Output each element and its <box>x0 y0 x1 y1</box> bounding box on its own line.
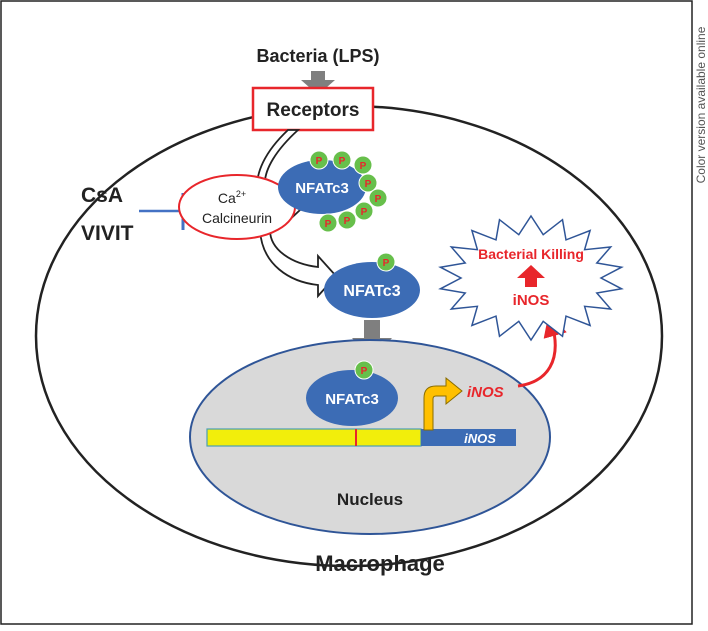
phospho-label: P <box>361 207 368 218</box>
figure-frame <box>0 0 693 625</box>
phospho-single <box>376 252 396 272</box>
phospho-label: P <box>365 179 372 190</box>
phospho-label: P <box>375 194 382 205</box>
phospho-label: P <box>316 156 323 167</box>
phospho-nuclear <box>354 360 374 380</box>
nucleus-label: Nucleus <box>337 490 403 509</box>
nfat-dephosphorylated <box>324 262 420 318</box>
phospho-label: P <box>344 216 351 227</box>
color-version-note: Color version available online <box>693 26 708 184</box>
nfat-label-nuclear: NFATc3 <box>325 391 379 408</box>
calcineurin-oval <box>178 174 296 240</box>
nfat-label-phosphorylated: NFATc3 <box>295 180 349 197</box>
inos-enzyme-label: iNOS <box>513 292 550 309</box>
stimulus-label: Bacteria (LPS) <box>256 46 379 66</box>
phospho-label: P <box>325 219 332 230</box>
receptors-box <box>251 86 375 132</box>
bacterial-killing-label: Bacterial Killing <box>478 246 584 262</box>
dna-promoter-region <box>206 428 422 447</box>
nfat-nuclear <box>306 370 398 426</box>
phospho-group-multi: P P P P P P P P <box>309 150 388 233</box>
macrophage-label: Macrophage <box>315 551 445 576</box>
transcription-arrow-icon <box>423 376 463 431</box>
inhibitor-csa: CsA <box>81 184 123 207</box>
nfat-label-dephosphorylated: NFATc3 <box>343 283 400 300</box>
phospho-label: P <box>361 366 368 377</box>
nfat-phosphorylated <box>278 160 366 214</box>
lps-down-arrow-icon <box>301 71 335 95</box>
calcineurin-label: Calcineurin <box>202 210 272 226</box>
inos-gene-label: iNOS <box>464 431 496 446</box>
killing-up-arrow-icon <box>517 265 545 287</box>
phospho-label: P <box>360 161 367 172</box>
receptors-label: Receptors <box>267 100 360 121</box>
calcium-label: Ca2+ <box>218 189 246 206</box>
phospho-label: P <box>383 258 390 269</box>
phospho-label: P <box>339 156 346 167</box>
inos-gene-box <box>421 429 516 446</box>
expression-arrow <box>517 312 567 388</box>
inhibitor-vivit: VIVIT <box>81 222 134 245</box>
inos-transcript-label: iNOS <box>467 384 504 401</box>
